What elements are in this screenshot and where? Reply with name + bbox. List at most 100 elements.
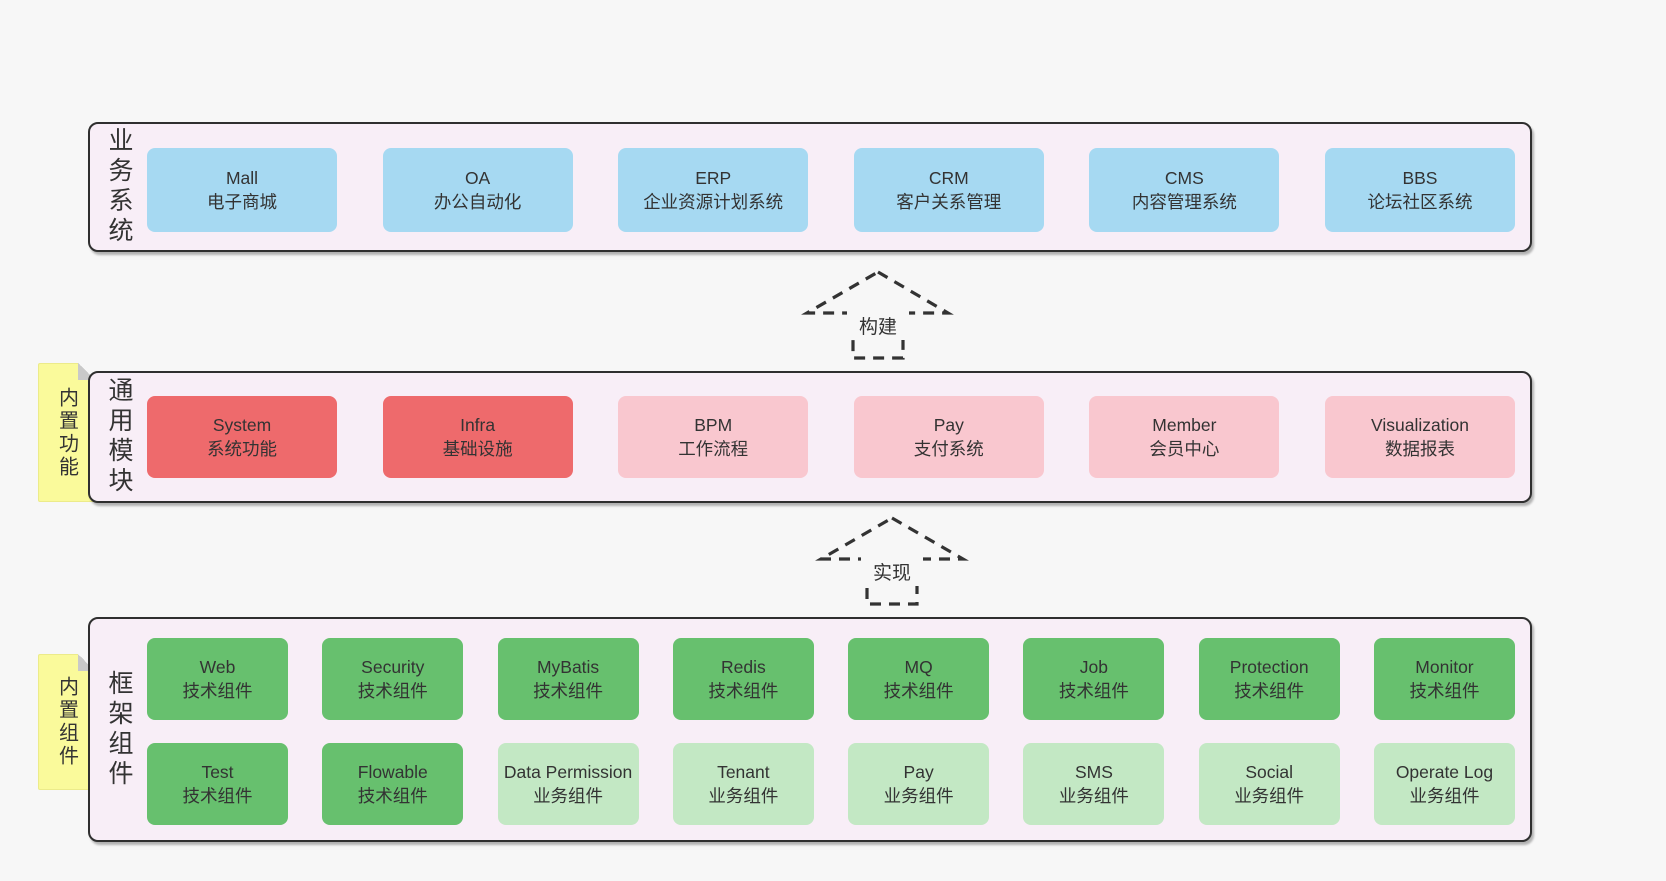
box-sms: SMS 业务组件 <box>1023 743 1165 825</box>
box-title: SMS <box>1074 761 1113 782</box>
box-subtitle: 客户关系管理 <box>896 192 1002 212</box>
box-subtitle: 技术组件 <box>182 681 253 701</box>
box-subtitle: 电子商城 <box>207 192 277 212</box>
box-flowable: Flowable 技术组件 <box>322 743 464 825</box>
box-subtitle: 技术组件 <box>1409 681 1480 701</box>
modules-box-row: System 系统功能 Infra 基础设施 BPM 工作流程 Pay 支付系统… <box>147 396 1515 478</box>
box-title: Data Permission <box>503 761 633 782</box>
box-subtitle: 基础设施 <box>442 439 513 459</box>
box-visualization: Visualization 数据报表 <box>1324 396 1515 478</box>
box-subtitle: 技术组件 <box>708 681 779 701</box>
box-subtitle: 系统功能 <box>207 439 277 459</box>
box-title: Visualization <box>1371 414 1469 435</box>
box-title: Job <box>1079 656 1109 677</box>
box-title: ERP <box>695 167 732 188</box>
layer-label-framework-components: 框架组件 <box>105 669 133 790</box>
sticky-note-label: 内置功能 <box>55 386 78 479</box>
box-subtitle: 论坛社区系统 <box>1367 192 1473 212</box>
build-arrow-label: 构建 <box>847 311 909 340</box>
layer-common-modules: 通用模块 System 系统功能 Infra 基础设施 BPM 工作流程 Pay… <box>88 371 1532 503</box>
box-title: Flowable <box>357 761 428 782</box>
box-subtitle: 技术组件 <box>1234 681 1305 701</box>
components-box-row-2: Test 技术组件 Flowable 技术组件 Data Permission … <box>147 743 1515 825</box>
box-title: Mall <box>225 167 259 188</box>
sticky-note-builtin-components: 内置组件 <box>38 654 95 790</box>
box-subtitle: 办公自动化 <box>433 192 522 212</box>
box-subtitle: 企业资源计划系统 <box>643 192 784 212</box>
box-data-permission: Data Permission 业务组件 <box>497 743 639 825</box>
box-social: Social 业务组件 <box>1198 743 1340 825</box>
box-subtitle: 支付系统 <box>913 439 984 459</box>
sticky-note-label: 内置组件 <box>55 676 78 768</box>
box-redis: Redis 技术组件 <box>672 638 814 720</box>
box-title: MQ <box>904 656 933 677</box>
box-subtitle: 工作流程 <box>678 439 749 459</box>
box-title: Operate Log <box>1395 761 1494 782</box>
box-bpm: BPM 工作流程 <box>618 396 809 478</box>
box-title: Member <box>1152 414 1217 435</box>
sticky-note-builtin-features: 内置功能 <box>38 363 95 502</box>
box-mall: Mall 电子商城 <box>147 148 337 232</box>
box-subtitle: 技术组件 <box>182 786 253 806</box>
box-title: Redis <box>720 656 766 677</box>
box-operate-log: Operate Log 业务组件 <box>1373 743 1515 825</box>
box-subtitle: 业务组件 <box>883 786 954 806</box>
box-title: Pay <box>933 414 964 435</box>
layer-business-systems: 业务系统 Mall 电子商城 OA 办公自动化 ERP 企业资源计划系统 CRM… <box>88 122 1532 252</box>
box-subtitle: 技术组件 <box>357 681 428 701</box>
box-title: BPM <box>694 414 733 435</box>
box-infra: Infra 基础设施 <box>382 396 573 478</box>
box-erp: ERP 企业资源计划系统 <box>618 148 809 232</box>
box-pay-module: Pay 支付系统 <box>853 396 1044 478</box>
box-title: Monitor <box>1415 656 1474 677</box>
box-member: Member 会员中心 <box>1089 396 1280 478</box>
layer-label-business-systems: 业务系统 <box>105 127 133 247</box>
box-tenant: Tenant 业务组件 <box>672 743 814 825</box>
box-subtitle: 内容管理系统 <box>1131 192 1237 212</box>
box-title: OA <box>464 167 491 188</box>
box-title: CRM <box>928 167 969 188</box>
business-box-row: Mall 电子商城 OA 办公自动化 ERP 企业资源计划系统 CRM 客户关系… <box>147 148 1515 232</box>
box-title: Social <box>1245 761 1294 782</box>
box-title: Pay <box>903 761 934 782</box>
box-cms: CMS 内容管理系统 <box>1089 148 1280 232</box>
implement-arrow-label: 实现 <box>861 557 923 586</box>
box-title: Test <box>201 761 234 782</box>
box-title: System <box>212 414 272 435</box>
box-subtitle: 会员中心 <box>1149 439 1220 459</box>
box-subtitle: 技术组件 <box>1058 681 1129 701</box>
box-title: Protection <box>1229 656 1309 677</box>
box-subtitle: 技术组件 <box>357 786 428 806</box>
box-subtitle: 业务组件 <box>1409 786 1480 806</box>
box-mq: MQ 技术组件 <box>848 638 990 720</box>
box-crm: CRM 客户关系管理 <box>853 148 1044 232</box>
box-oa: OA 办公自动化 <box>382 148 573 232</box>
box-system: System 系统功能 <box>147 396 337 478</box>
box-subtitle: 技术组件 <box>883 681 954 701</box>
layer-framework-components: 框架组件 Web 技术组件 Security 技术组件 MyBatis 技术组件… <box>88 617 1532 842</box>
box-title: MyBatis <box>536 656 600 677</box>
box-title: Tenant <box>717 761 770 782</box>
box-security: Security 技术组件 <box>322 638 464 720</box>
box-title: CMS <box>1164 167 1204 188</box>
box-subtitle: 业务组件 <box>1234 786 1305 806</box>
box-bbs: BBS 论坛社区系统 <box>1324 148 1515 232</box>
build-arrow-icon <box>801 270 954 360</box>
box-title: BBS <box>1402 167 1438 188</box>
box-monitor: Monitor 技术组件 <box>1373 638 1515 720</box>
box-title: Infra <box>460 414 496 435</box>
box-web: Web 技术组件 <box>147 638 288 720</box>
box-subtitle: 业务组件 <box>1058 786 1129 806</box>
components-box-row-1: Web 技术组件 Security 技术组件 MyBatis 技术组件 Redi… <box>147 638 1515 720</box>
box-test: Test 技术组件 <box>147 743 288 825</box>
box-subtitle: 业务组件 <box>533 786 604 806</box>
box-title: Web <box>199 656 236 677</box>
layer-label-common-modules: 通用模块 <box>105 377 133 497</box>
box-protection: Protection 技术组件 <box>1198 638 1340 720</box>
box-subtitle: 技术组件 <box>533 681 604 701</box>
box-mybatis: MyBatis 技术组件 <box>497 638 639 720</box>
box-subtitle: 业务组件 <box>708 786 779 806</box>
box-job: Job 技术组件 <box>1023 638 1165 720</box>
box-title: Security <box>361 656 425 677</box>
